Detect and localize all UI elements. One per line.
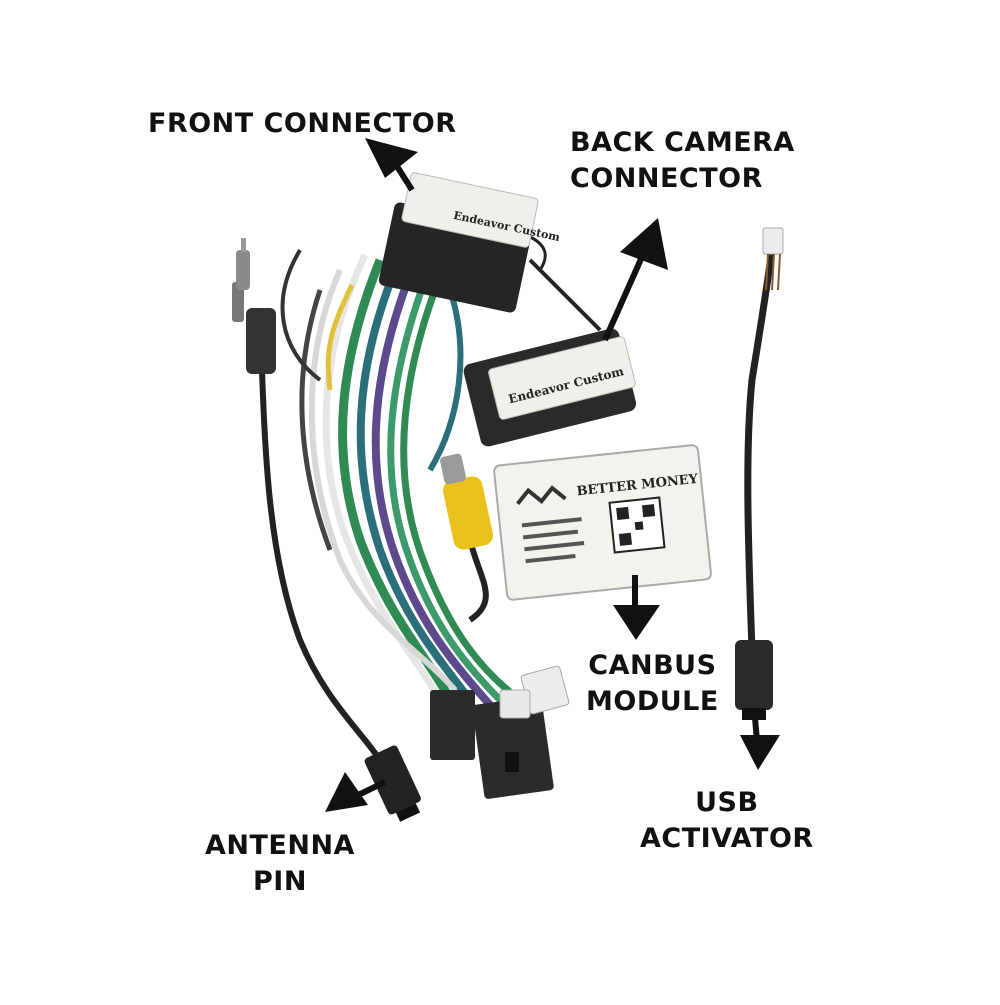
antenna-cable bbox=[232, 238, 421, 822]
front-connector: Endeavor Custom bbox=[378, 172, 561, 313]
back-camera-module: Endeavor Custom bbox=[463, 328, 637, 447]
bottom-connectors bbox=[430, 665, 570, 799]
canbus-line-1: CANBUS bbox=[588, 650, 717, 681]
antenna-pin-connector bbox=[364, 745, 421, 822]
canbus-line-2: MODULE bbox=[586, 686, 719, 717]
antenna-line-1: ANTENNA bbox=[205, 830, 355, 861]
antenna-plug-body bbox=[246, 308, 276, 374]
front-connector-text: FRONT CONNECTOR bbox=[148, 108, 457, 139]
antenna-label: ANTENNA PIN bbox=[205, 828, 355, 900]
back-camera-line-2: CONNECTOR bbox=[570, 163, 763, 194]
antenna-line-2: PIN bbox=[253, 866, 307, 897]
back-camera-line-1: BACK CAMERA bbox=[570, 127, 795, 158]
canbus-module: BETTER MONEY bbox=[493, 444, 712, 601]
back-camera-label: BACK CAMERA CONNECTOR bbox=[570, 125, 795, 197]
arrow-back-camera bbox=[602, 218, 668, 342]
front-connector-label: FRONT CONNECTOR bbox=[148, 106, 456, 142]
arrow-usb bbox=[740, 717, 780, 770]
usb-line-1: USB bbox=[695, 787, 759, 818]
usb-line-2: ACTIVATOR bbox=[640, 823, 814, 854]
antenna-tip bbox=[236, 250, 250, 290]
wire-bundle bbox=[280, 218, 602, 708]
arrow-front-connector bbox=[365, 138, 418, 192]
canbus-label: CANBUS MODULE bbox=[586, 648, 719, 720]
arrow-antenna bbox=[325, 772, 387, 812]
rca-plug bbox=[440, 453, 493, 623]
usb-activator bbox=[735, 227, 784, 720]
arrow-canbus bbox=[613, 575, 660, 640]
usb-label: USB ACTIVATOR bbox=[640, 785, 814, 857]
